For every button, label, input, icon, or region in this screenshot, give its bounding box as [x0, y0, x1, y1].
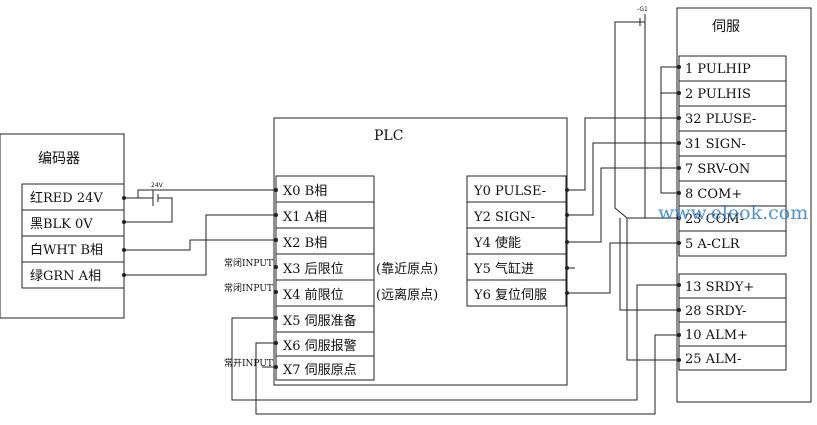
encoder-row-red: 红RED 24V: [30, 190, 103, 206]
plc-title: PLC: [374, 128, 403, 144]
encoder-block: 编码器 红RED 24V 黑BLK 0V 白WHT B相 绿GRN A相: [0, 133, 125, 319]
plc-output-y0: Y0 PULSE-: [473, 184, 546, 199]
plc-input-x6: X6 伺服报警: [283, 338, 357, 354]
servo-term-5: 5 A-CLR: [685, 237, 741, 252]
servo-wiring: -G1: [231, 6, 679, 415]
plc-block: PLC X0 B相 X1 A相 X2 B相 X3 后限位 X4 前限位 X5 伺…: [224, 117, 569, 386]
encoder-title: 编码器: [38, 151, 80, 167]
plc-input-x4: X4 前限位: [283, 287, 344, 303]
input-tag-x3: 常闭INPUT: [224, 257, 273, 269]
plc-input-terminals: [275, 175, 375, 381]
plc-note-x4: (远离原点): [376, 287, 438, 303]
servo-term-28: 28 SRDY-: [685, 304, 746, 319]
plc-input-x2: X2 B相: [283, 236, 327, 251]
encoder-row-green: 绿GRN A相: [30, 269, 101, 284]
plc-output-y2: Y2 SIGN-: [473, 210, 535, 225]
encoder-row-black: 黑BLK 0V: [30, 217, 93, 232]
plc-note-x3: (靠近原点): [376, 262, 438, 277]
power-label: 24V: [151, 182, 164, 189]
plc-input-x0: X0 B相: [283, 184, 327, 199]
servo-term-25: 25 ALM-: [685, 352, 741, 367]
plc-output-y5: Y5 气缸进: [473, 261, 534, 277]
ground-label: -G1: [637, 6, 648, 13]
servo-term-10: 10 ALM+: [685, 328, 748, 343]
encoder-wiring: 24V: [122, 182, 276, 277]
input-tag-x4: 常闭INPUT: [224, 282, 273, 294]
servo-term-7: 7 SRV-ON: [685, 162, 750, 177]
plc-output-y6: Y6 复位伺服: [473, 288, 547, 303]
plc-output-y4: Y4 使能: [473, 235, 521, 251]
servo-term-32: 32 PLUSE-: [685, 112, 756, 127]
servo-term-13: 13 SRDY+: [685, 280, 754, 295]
plc-input-x7: X7 伺服原点: [283, 363, 357, 378]
servo-term-31: 31 SIGN-: [685, 137, 746, 152]
servo-outline: [676, 7, 812, 403]
servo-term-8: 8 COM+: [685, 187, 742, 202]
plc-outline: [273, 117, 568, 386]
servo-term-1: 1 PULHIP: [685, 62, 751, 77]
servo-title: 伺服: [712, 19, 740, 35]
servo-term-2: 2 PULHIS: [685, 87, 751, 102]
input-tag-x7: 常开INPUT: [224, 357, 273, 369]
servo-term-23: 23 COM-: [685, 212, 744, 227]
plc-input-x5: X5 伺服准备: [283, 313, 357, 329]
watermark: www.eleok.com: [658, 202, 808, 224]
servo-block: 伺服 1 PULHIP 2 PULHIS 32 PLUSE- 31 SIGN- …: [676, 7, 812, 403]
plc-input-x1: X1 A相: [283, 210, 327, 225]
plc-input-x3: X3 后限位: [283, 262, 344, 277]
encoder-row-white: 白WHT B相: [30, 242, 103, 258]
